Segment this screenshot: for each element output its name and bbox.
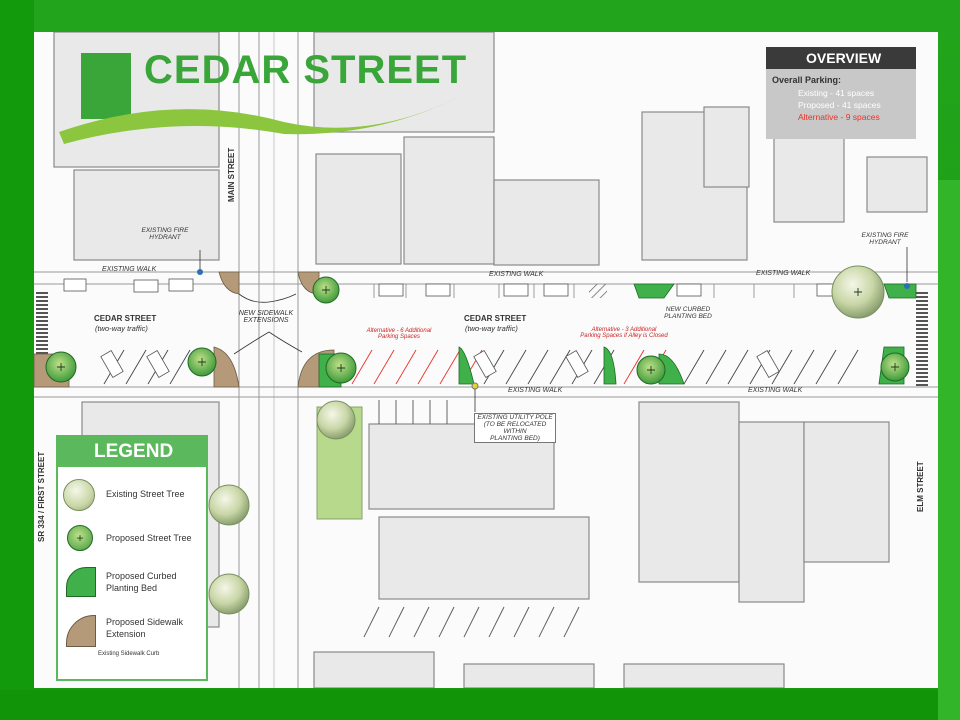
overview-alternative: Alternative - 9 spaces [798, 112, 880, 122]
fire-hydrant-icon [197, 269, 203, 275]
street-label-cedar-center: CEDAR STREET [464, 314, 527, 323]
label-existing-walk: EXISTING WALK [102, 266, 157, 273]
alley-hatch [589, 284, 607, 298]
planting-bed-icon [66, 567, 96, 597]
existing-tree-icon [63, 479, 95, 511]
overview-existing: Existing - 41 spaces [798, 88, 875, 98]
legend-heading: LEGEND [58, 437, 206, 467]
legend-panel: LEGEND Existing Street Tree + Proposed S… [56, 435, 208, 681]
label-utility-pole: EXISTING UTILITY POLE(TO BE RELOCATED WI… [474, 413, 556, 443]
slide-right-stripe [938, 180, 960, 720]
street-label-cedar-center-sub: (two-way traffic) [465, 324, 518, 333]
site-plan-svg [34, 32, 938, 688]
proposed-tree-icon: + [67, 525, 93, 551]
legend-item-label: Extension [106, 629, 146, 639]
legend-curb-note: Existing Sidewalk Curb [98, 651, 160, 657]
fire-hydrant-icon [904, 283, 910, 289]
label-existing-walk: EXISTING WALK [748, 387, 803, 394]
street-label-cedar-left: CEDAR STREET [94, 314, 157, 323]
utility-pole-icon [471, 382, 479, 390]
page-title: CEDAR STREET [144, 48, 468, 92]
label-existing-walk: EXISTING WALK [756, 270, 811, 277]
legend-item-label: Planting Bed [106, 583, 158, 593]
legend-item-label: Existing Street Tree [106, 489, 185, 499]
legend-item-label: Proposed Street Tree [106, 533, 192, 543]
street-label-elm: ELM STREET [916, 461, 925, 512]
sidewalk-extension-icon [66, 615, 96, 647]
logo-swoosh [59, 92, 469, 144]
slide-bottom-stripe [0, 690, 960, 720]
legend-item-label: Proposed Sidewalk [106, 617, 184, 627]
slide-left-stripe [0, 0, 34, 720]
overview-proposed: Proposed - 41 spaces [798, 100, 881, 110]
logo-block [81, 53, 131, 119]
site-plan-map: CEDAR STREET OVERVIEW Overall Parking: E… [34, 32, 938, 688]
overview-parking-label: Overall Parking: [772, 75, 842, 85]
street-label-cedar-left-sub: (two-way traffic) [95, 324, 148, 333]
legend-item-label: Proposed Curbed [106, 571, 177, 581]
label-existing-walk: EXISTING WALK [508, 387, 563, 394]
crosswalk-right [916, 290, 928, 386]
overview-panel: OVERVIEW Overall Parking: Existing - 41 … [766, 47, 916, 139]
overview-heading: OVERVIEW [766, 47, 916, 69]
street-label-main: MAIN STREET [227, 147, 236, 202]
street-label-sr334: SR 334 / FIRST STREET [37, 451, 46, 542]
label-existing-walk: EXISTING WALK [489, 271, 544, 278]
